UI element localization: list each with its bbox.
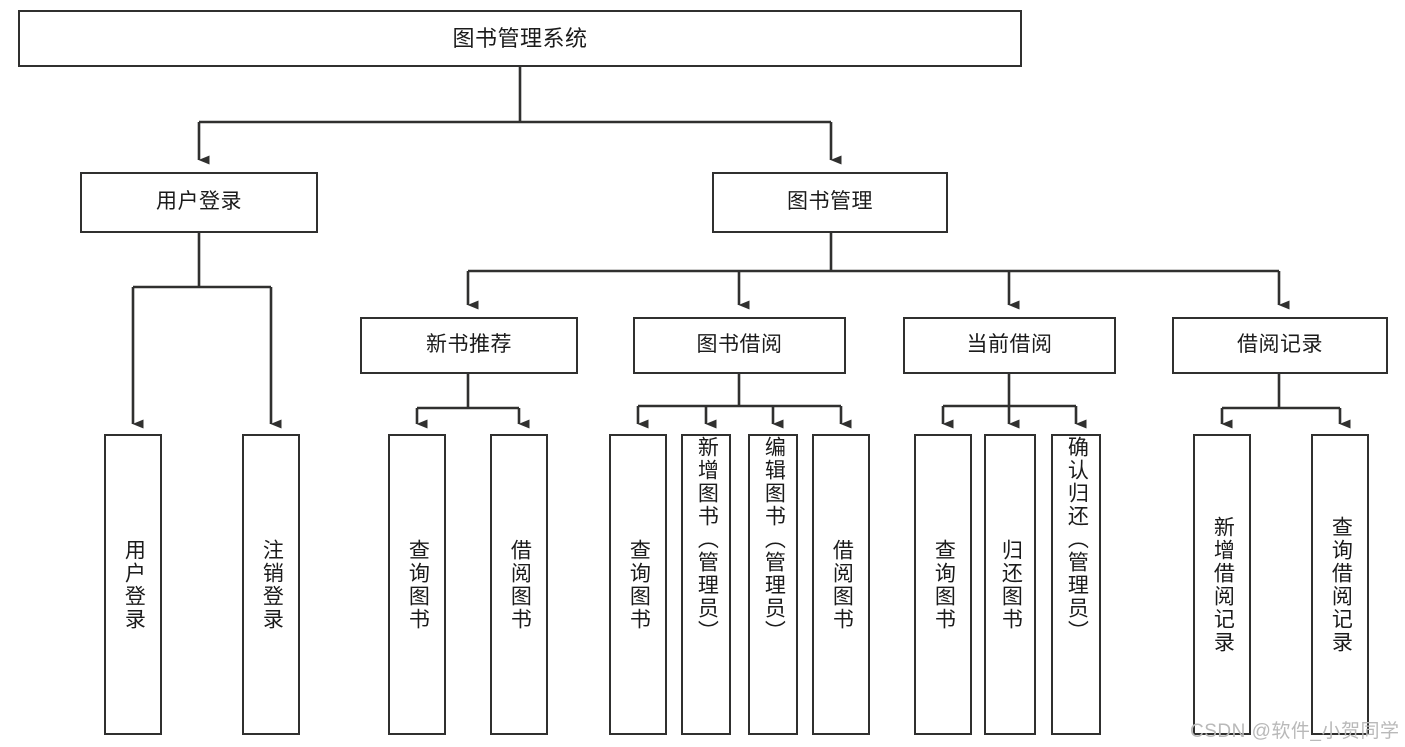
- leaf-record-add-record[interactable]: 新增借阅记录: [1193, 434, 1251, 735]
- leaf-current-query-book[interactable]: 查询图书: [914, 434, 972, 735]
- leaf-borrow-query-book[interactable]: 查询图书: [609, 434, 667, 735]
- leaf-user-login-logout-label: 注销登录: [260, 538, 284, 631]
- node-root-system[interactable]: 图书管理系统: [18, 10, 1022, 67]
- node-user-login[interactable]: 用户登录: [80, 172, 318, 233]
- leaf-borrow-borrow-book[interactable]: 借阅图书: [812, 434, 870, 735]
- node-new-book-recommend[interactable]: 新书推荐: [360, 317, 578, 374]
- leaf-borrow-query-book-label: 查询图书: [627, 538, 651, 631]
- leaf-borrow-edit-book-label: 编辑图书（管理员）: [762, 436, 786, 643]
- node-borrow-record[interactable]: 借阅记录: [1172, 317, 1388, 374]
- node-current-borrow[interactable]: 当前借阅: [903, 317, 1116, 374]
- node-book-management[interactable]: 图书管理: [712, 172, 948, 233]
- node-user-login-label: 用户登录: [156, 190, 242, 214]
- leaf-record-query-record[interactable]: 查询借阅记录: [1311, 434, 1369, 735]
- leaf-borrow-add-book[interactable]: 新增图书（管理员）: [681, 434, 731, 735]
- node-book-borrow-label: 图书借阅: [696, 333, 783, 357]
- leaf-new-book-query-label: 查询图书: [406, 538, 430, 631]
- leaf-record-add-record-label: 新增借阅记录: [1211, 515, 1235, 654]
- csdn-watermark: CSDN @软件_小贺同学: [1190, 721, 1400, 742]
- leaf-new-book-borrow-label: 借阅图书: [508, 538, 532, 631]
- leaf-current-return-book[interactable]: 归还图书: [984, 434, 1036, 735]
- leaf-current-return-book-label: 归还图书: [999, 538, 1023, 631]
- leaf-current-confirm-return[interactable]: 确认归还（管理员）: [1051, 434, 1101, 735]
- leaf-new-book-borrow[interactable]: 借阅图书: [490, 434, 548, 735]
- leaf-user-login-login[interactable]: 用户登录: [104, 434, 162, 735]
- node-root-system-label: 图书管理系统: [452, 25, 588, 51]
- node-book-management-label: 图书管理: [787, 190, 873, 214]
- leaf-borrow-edit-book[interactable]: 编辑图书（管理员）: [748, 434, 798, 735]
- node-borrow-record-label: 借阅记录: [1237, 333, 1323, 357]
- node-book-borrow[interactable]: 图书借阅: [633, 317, 846, 374]
- leaf-user-login-login-label: 用户登录: [122, 538, 146, 631]
- leaf-borrow-add-book-label: 新增图书（管理员）: [695, 436, 719, 643]
- leaf-new-book-query[interactable]: 查询图书: [388, 434, 446, 735]
- node-new-book-recommend-label: 新书推荐: [426, 333, 512, 357]
- leaf-record-query-record-label: 查询借阅记录: [1329, 515, 1353, 654]
- leaf-current-confirm-return-label: 确认归还（管理员）: [1065, 436, 1089, 643]
- node-current-borrow-label: 当前借阅: [966, 333, 1053, 357]
- leaf-borrow-borrow-book-label: 借阅图书: [830, 538, 854, 631]
- leaf-current-query-book-label: 查询图书: [932, 538, 956, 631]
- leaf-user-login-logout[interactable]: 注销登录: [242, 434, 300, 735]
